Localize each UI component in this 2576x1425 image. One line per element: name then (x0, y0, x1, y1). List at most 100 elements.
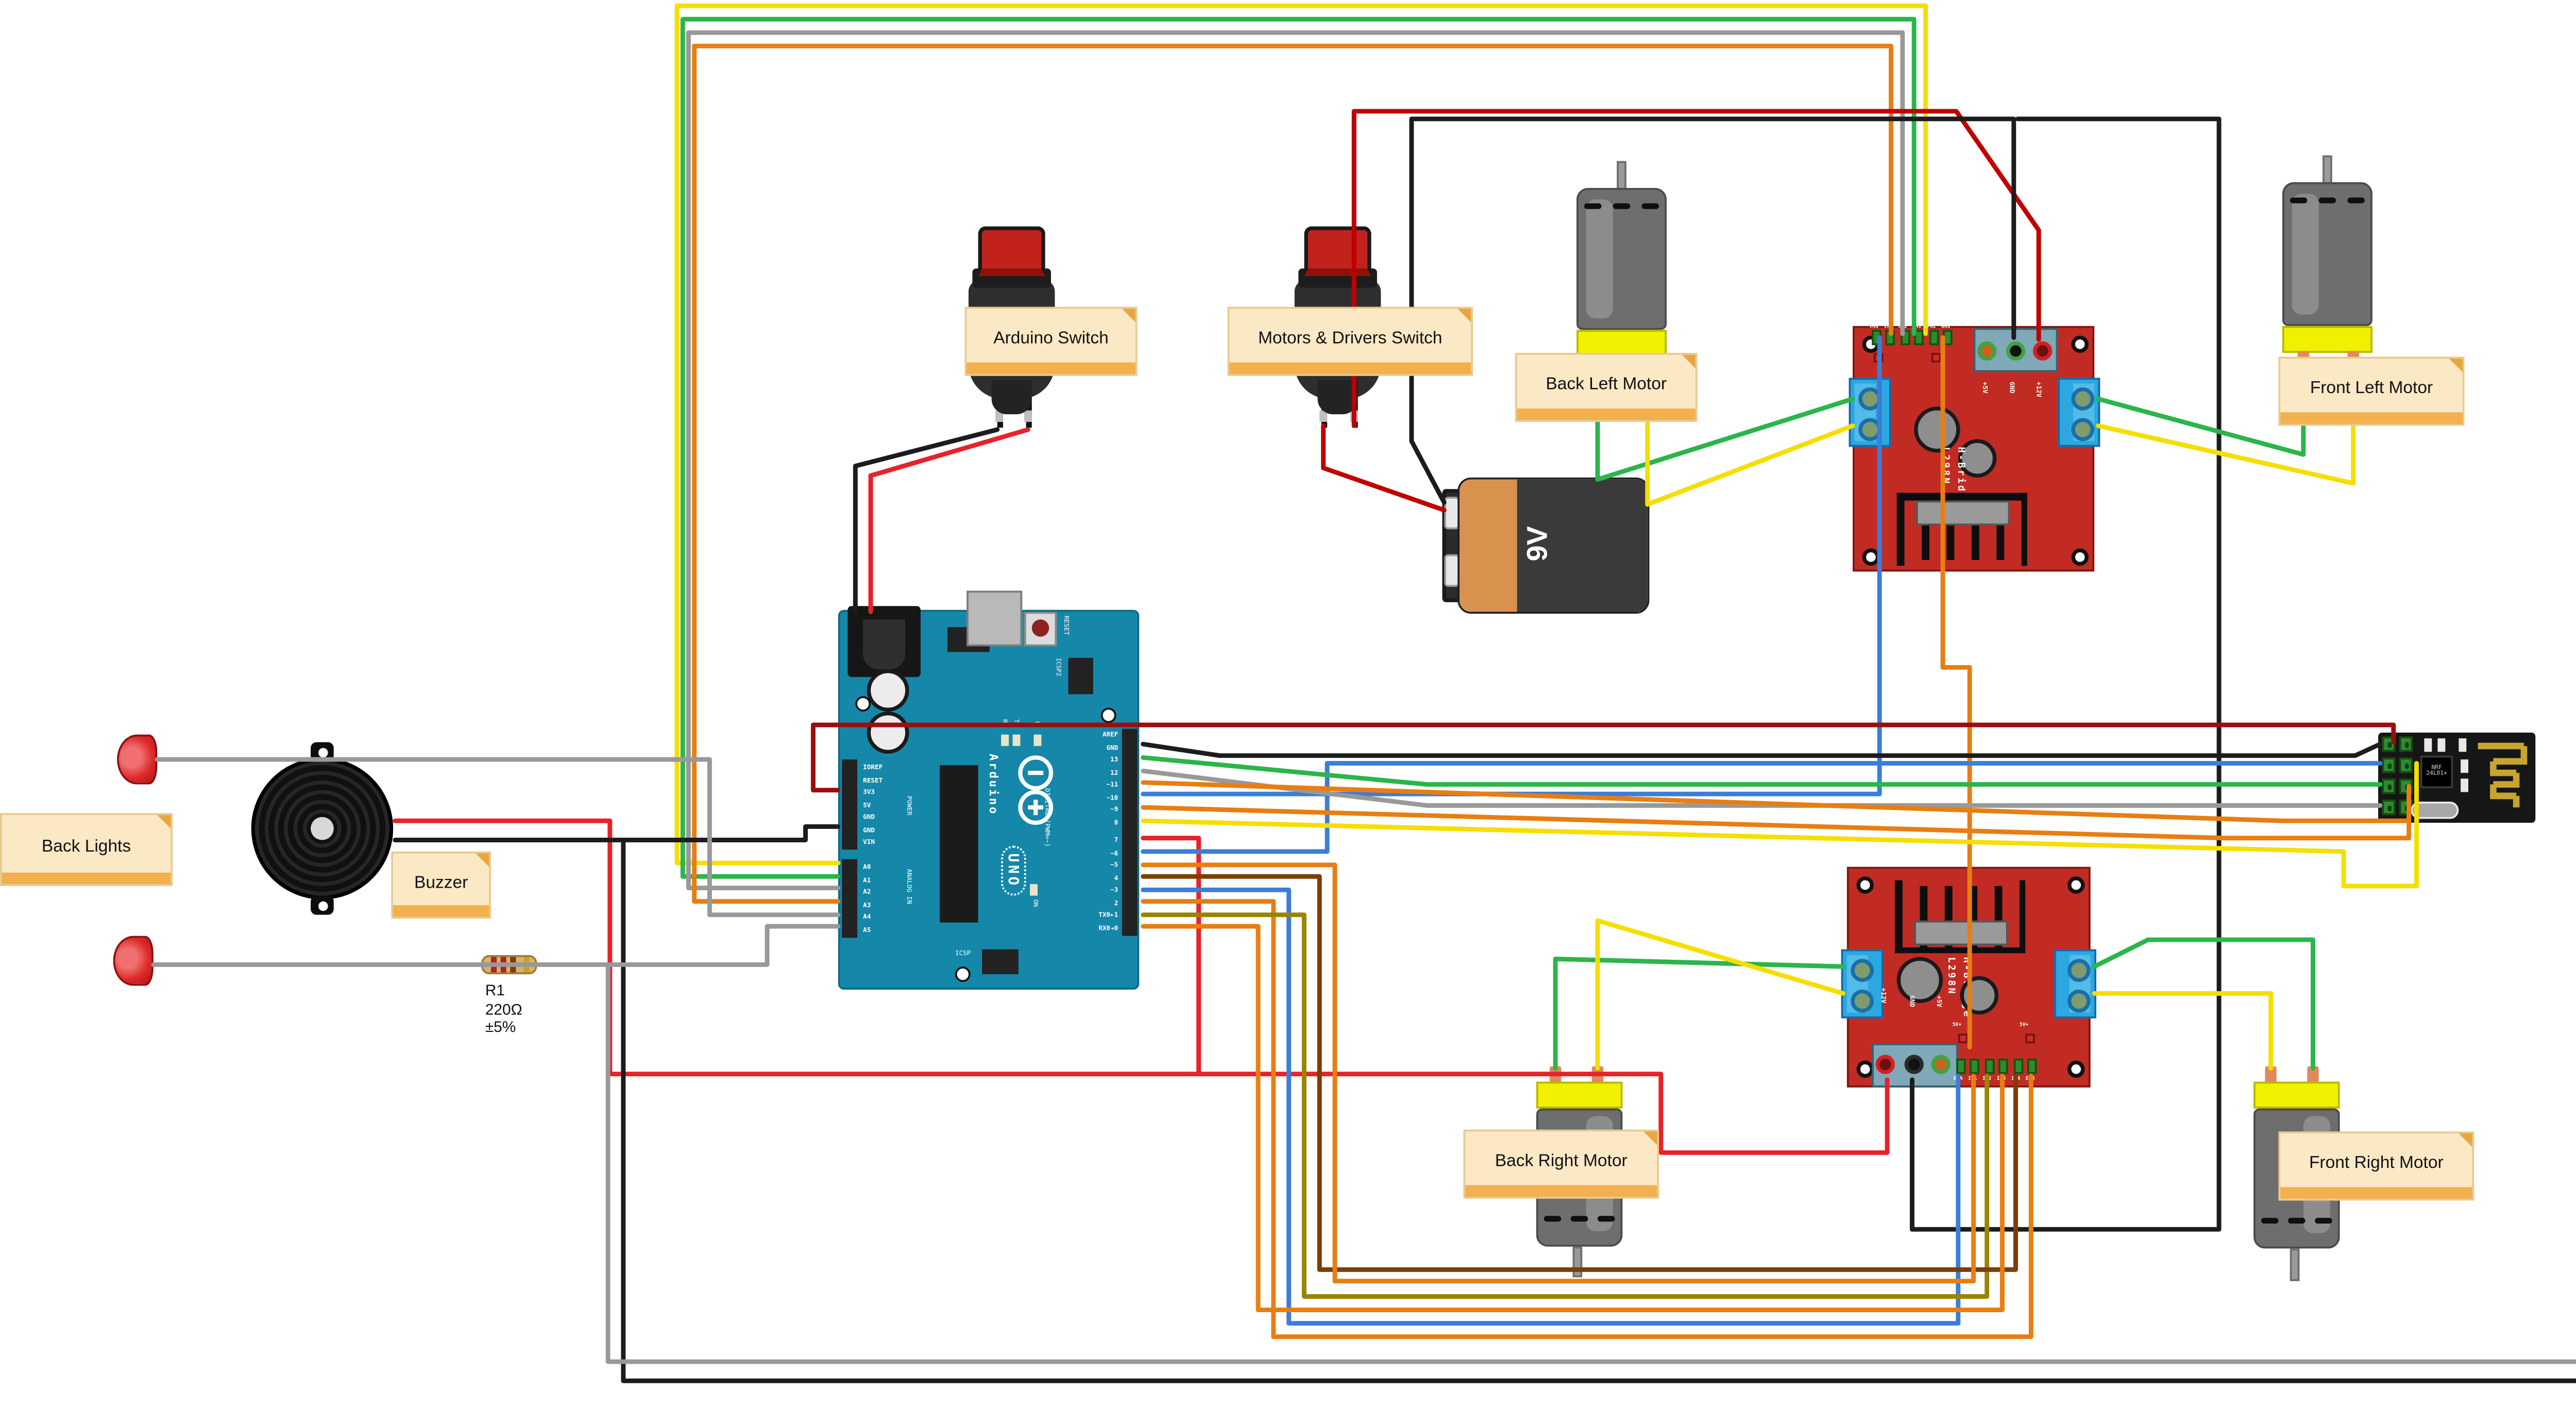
5v-jumper[interactable] (1873, 352, 1884, 363)
on-led (1030, 884, 1038, 896)
front-left-motor[interactable] (2282, 155, 2372, 376)
12v-terminal[interactable] (2032, 341, 2053, 361)
back-light-led-top[interactable] (117, 734, 158, 785)
mounting-hole (1100, 707, 1116, 723)
l-label: L (1033, 721, 1042, 725)
note-text: Buzzer (414, 871, 468, 891)
wire-pin11-nrf-orange[interactable] (1141, 780, 2412, 823)
arduino-model: UNO (1001, 845, 1026, 896)
header-pin[interactable] (1900, 330, 1910, 346)
note-back-left-motor[interactable]: Back Left Motor (1515, 352, 1698, 422)
digital-pin-label: ~3 (1110, 886, 1118, 894)
reset-button-cap[interactable] (1031, 619, 1049, 637)
wire-pin13-nrf-green[interactable] (1141, 755, 2383, 787)
l298n-motor-driver-bottom[interactable]: L298N H-Bridge +12V GND +5V 5V+ 5V+ ENAI… (1841, 867, 2096, 1088)
rx-label: RX (1001, 719, 1009, 727)
note-text: Arduino Switch (993, 328, 1109, 347)
mounting-hole (2067, 876, 2085, 894)
nrf-chip: NRF 24L01+ (2420, 755, 2453, 788)
motor-b-terminal[interactable] (2058, 378, 2100, 447)
power-pin-labels: GND (1908, 995, 1916, 1007)
wire-flm-green[interactable] (2096, 369, 2306, 457)
gnd-terminal[interactable] (2006, 341, 2026, 361)
5v-terminal[interactable] (1931, 1055, 1951, 1074)
note-arduino-switch[interactable]: Arduino Switch (964, 307, 1138, 376)
note-buzzer[interactable]: Buzzer (391, 851, 491, 919)
wire-brm-green[interactable] (1553, 956, 1845, 1071)
wire-pin8-nrf-yellow[interactable] (1141, 761, 2419, 889)
wire-pin6-nrf-blue[interactable] (1141, 761, 2383, 854)
power-pin-labels: GND (2008, 381, 2016, 394)
header-pin[interactable] (1985, 1058, 1994, 1074)
note-front-right-motor[interactable]: Front Right Motor (2278, 1131, 2475, 1201)
header-pin[interactable] (1914, 330, 1924, 346)
mounting-hole (1862, 548, 1880, 566)
gnd-terminal[interactable] (1904, 1055, 1924, 1074)
header-pin[interactable] (1970, 1058, 1980, 1074)
mounting-hole (2071, 335, 2089, 353)
wire-gnd-nrf-black[interactable] (1141, 741, 2383, 758)
mounting-hole (855, 696, 871, 712)
note-front-left-motor[interactable]: Front Left Motor (2278, 357, 2465, 426)
control-pin-header[interactable] (1956, 1058, 2037, 1074)
header-pin[interactable] (1872, 330, 1882, 346)
note-motors-drivers-switch[interactable]: Motors & Drivers Switch (1227, 307, 1473, 376)
wire-pin12-nrf-gray[interactable] (1141, 769, 2383, 808)
5v-jumper[interactable] (1931, 352, 1941, 363)
wire-jack-red[interactable] (868, 427, 1030, 614)
header-pin[interactable] (2027, 1058, 2037, 1074)
note-text: Back Left Motor (1546, 374, 1667, 394)
back-left-motor[interactable] (1576, 161, 1667, 376)
digital-pin-label: 2 (1114, 898, 1118, 906)
motor-a-terminal[interactable] (1841, 949, 1884, 1019)
5v-terminal[interactable] (1977, 341, 1997, 361)
power-pin-label: GND (863, 825, 875, 834)
digital-pin-label: GND (1106, 743, 1118, 751)
mounting-hole (955, 966, 971, 982)
analog-pin-label: A4 (863, 912, 871, 921)
header-pin[interactable] (2013, 1058, 2023, 1074)
note-back-right-motor[interactable]: Back Right Motor (1463, 1129, 1659, 1199)
piezo-buzzer[interactable] (251, 742, 394, 915)
control-pin-label: IN2 (1982, 1076, 1992, 1082)
control-pin-label: IN4 (1926, 321, 1936, 328)
header-pin[interactable] (1928, 330, 1938, 346)
5v-jumper[interactable] (1958, 1033, 1968, 1044)
wire-sw2-batt-red[interactable] (1321, 423, 1447, 513)
control-pin-header[interactable] (1872, 330, 1953, 346)
wire-frm-green[interactable] (2092, 937, 2315, 1071)
header-pin[interactable] (1998, 1058, 2009, 1074)
wire-buzzer-black[interactable] (393, 838, 2576, 1383)
back-light-led-bottom[interactable] (113, 936, 154, 986)
wire-pin9-nrf-orange[interactable] (1141, 805, 2412, 841)
analog-pin-label: A1 (863, 875, 871, 884)
motor-b-terminal[interactable] (2054, 949, 2096, 1019)
9v-battery[interactable]: 9V (1442, 477, 1650, 614)
header-pin[interactable] (1886, 330, 1896, 346)
wire-red-trunk[interactable] (393, 818, 1890, 1155)
note-back-lights[interactable]: Back Lights (0, 813, 173, 886)
wire-gnd-stub-black[interactable] (621, 824, 841, 842)
nrf24l01-module[interactable]: NRF 24L01+ (2378, 733, 2536, 823)
wire-brm-yellow[interactable] (1595, 918, 1845, 1071)
jumper-label: 5V+ (1952, 1022, 1962, 1028)
header-pin[interactable] (1942, 330, 1953, 346)
wire-frm-yellow[interactable] (2092, 991, 2274, 1071)
digital-pin-label: ~9 (1110, 805, 1118, 813)
header-pin[interactable] (1956, 1058, 1966, 1074)
arduino-uno-board[interactable]: RESET ICSP2 RX TX L Arduino UNO ON (838, 590, 1140, 990)
wire-pin7-red[interactable] (1141, 836, 1201, 1077)
12v-terminal[interactable] (1875, 1055, 1895, 1074)
5v-jumper[interactable] (2025, 1033, 2035, 1044)
digital-pin-label: AREF (1102, 731, 1118, 739)
wire-jack-black[interactable] (853, 427, 1000, 614)
digital-pin-label: TX0▸1 (1098, 911, 1118, 919)
motor-a-terminal[interactable] (1849, 378, 1891, 447)
resistor-r1[interactable] (481, 955, 537, 975)
power-pin-labels: +5V (1935, 995, 1943, 1007)
battery-voltage-label: 9V (1521, 526, 1555, 562)
